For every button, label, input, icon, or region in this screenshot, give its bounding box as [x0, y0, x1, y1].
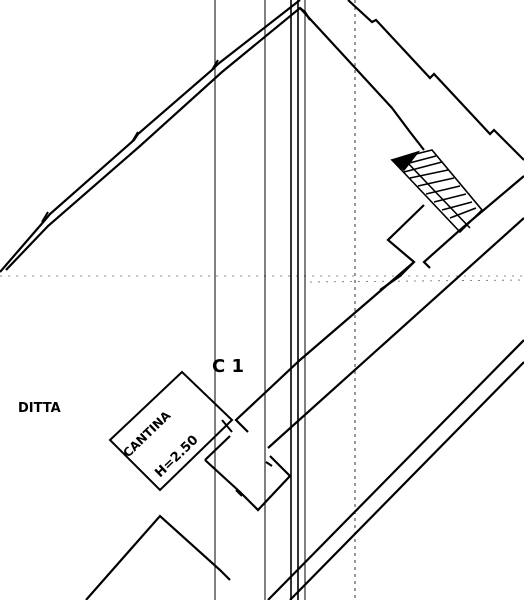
- section-marker-line: [221, 419, 233, 433]
- stair-tread-8: [449, 207, 477, 219]
- stair-tread-4: [417, 177, 455, 187]
- alcove-entry: [204, 435, 231, 461]
- wall-tick-4: [235, 489, 243, 497]
- wall-upper-left-inner: [5, 6, 311, 271]
- wall-bottom-left: [85, 514, 231, 600]
- stair-outline: [390, 149, 484, 234]
- vertical-reference-lines: [214, 0, 356, 600]
- wall-tick-3: [211, 59, 219, 71]
- wall-tick-2: [131, 131, 139, 143]
- wall-ticks: [41, 59, 273, 497]
- construction-lines: [0, 275, 524, 283]
- wall-tick-5: [265, 461, 273, 467]
- section-marker-label: C 1: [212, 356, 244, 377]
- wall-long-right-1: [267, 217, 524, 449]
- stair-tread-5: [425, 185, 461, 195]
- wall-step: [379, 204, 425, 291]
- ditta-label: DITTA: [18, 401, 61, 416]
- stair-tread-7: [441, 201, 473, 211]
- stair-tread-3: [409, 169, 449, 179]
- wall-upper-right: [347, 0, 524, 161]
- wall-lower-right: [422, 175, 524, 269]
- stair-center: [404, 159, 471, 229]
- section-marker-arrow: [221, 419, 233, 433]
- stair-tread-6: [433, 193, 467, 203]
- stair-arrow: [390, 150, 421, 172]
- wall-long-right-3: [289, 361, 524, 600]
- wall-diagonal-right: [299, 7, 425, 151]
- wall-long-right-2: [267, 339, 524, 600]
- wall-lower: [234, 261, 415, 433]
- cantina-outline: [108, 370, 234, 492]
- stair-symbol: [390, 149, 484, 234]
- alcove-wall: [204, 455, 292, 512]
- cantina-room: [108, 370, 234, 492]
- construction-line-horizontal-2: [309, 279, 524, 283]
- wall-tick-1: [41, 211, 49, 223]
- stair-tread-2: [403, 161, 443, 173]
- cantina-label: CANTINA: [120, 408, 173, 460]
